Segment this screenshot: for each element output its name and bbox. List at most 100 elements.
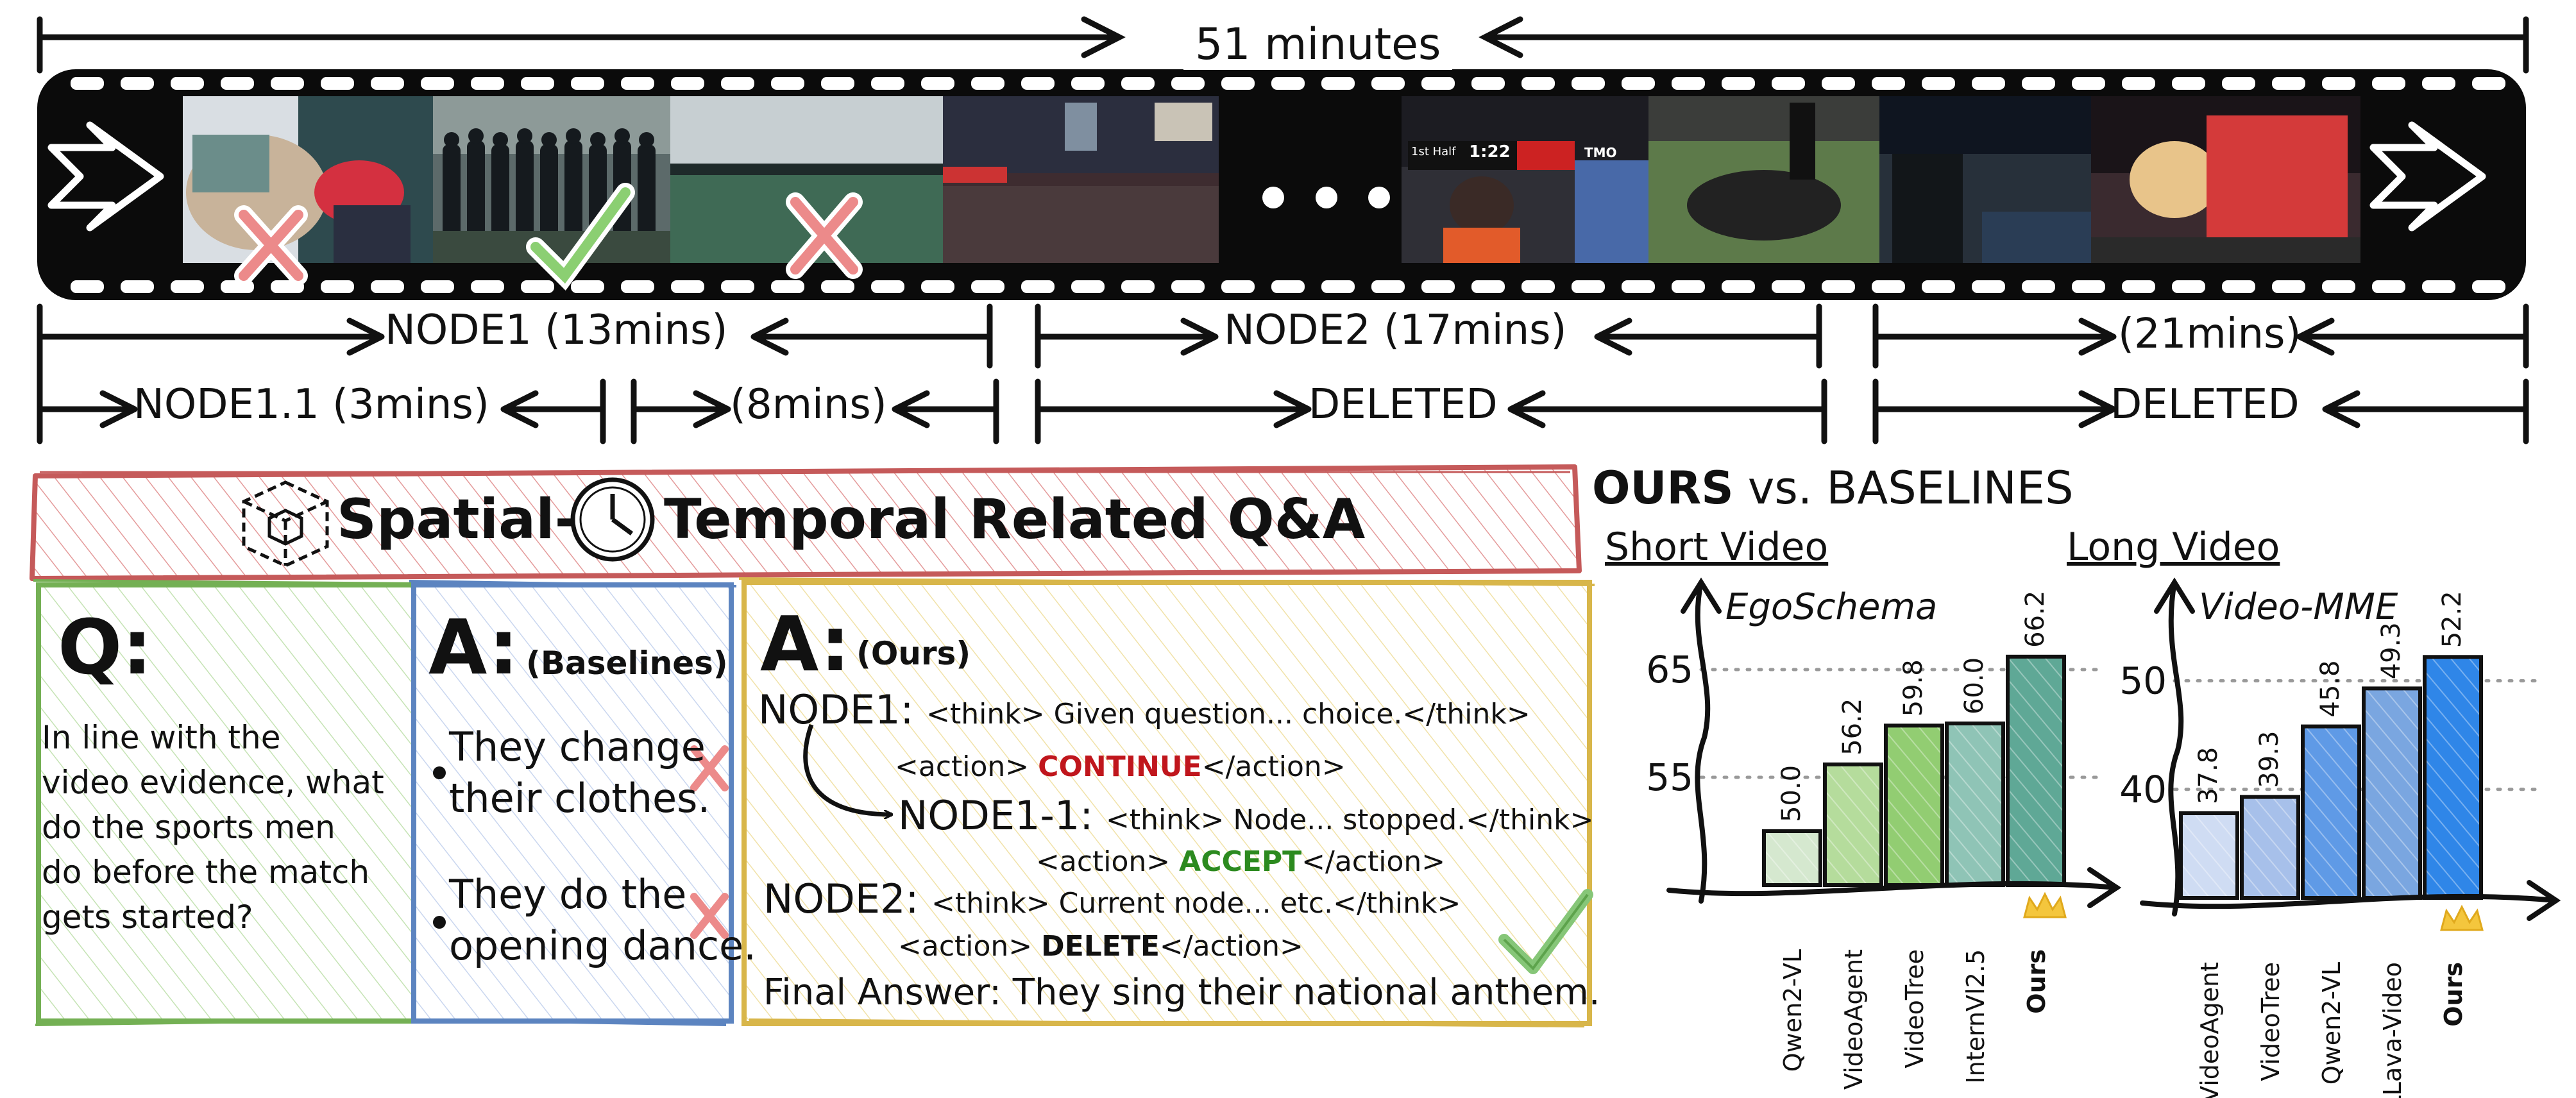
- y-tick-label: 65: [1646, 648, 1693, 691]
- player-head: [566, 128, 581, 144]
- node2-label: NODE2 (17mins): [1224, 307, 1567, 354]
- sprocket-hole: [1521, 280, 1555, 293]
- bar-value-label: 66.2: [2021, 591, 2050, 648]
- sprocket-hole: [1722, 77, 1755, 90]
- film-forward-icon: [47, 121, 164, 232]
- comparison-title: OURS vs. BASELINES: [1592, 462, 2074, 514]
- sprocket-hole: [521, 280, 554, 293]
- sprocket-hole: [721, 280, 754, 293]
- sprocket-hole: [871, 77, 904, 90]
- category-label: Ours: [2022, 949, 2051, 1014]
- comparison-title-ours: OURS: [1592, 462, 1734, 514]
- sprocket-hole: [1221, 77, 1255, 90]
- sprocket-hole: [2422, 77, 2455, 90]
- delete-action: DELETE: [1041, 930, 1160, 963]
- crown-icon: [2023, 891, 2067, 918]
- action-close-tag: </action>: [1201, 750, 1346, 783]
- bar-hatch: [2183, 815, 2235, 896]
- node-arrow: [803, 723, 892, 815]
- node2-action: <action> DELETE</action>: [898, 930, 1303, 963]
- bar-value-label: 39.3: [2255, 731, 2284, 788]
- question-line: do the sports men: [42, 809, 335, 846]
- bar-hatch: [2427, 659, 2479, 896]
- player-silhouette: [443, 144, 461, 241]
- sprocket-hole: [2172, 280, 2205, 293]
- sprocket-hole: [721, 77, 754, 90]
- baseline-answer-line: their clothes.: [449, 775, 711, 822]
- question-head: Q:: [58, 603, 153, 691]
- sprocket-hole: [1572, 77, 1605, 90]
- bar-hatch: [1949, 725, 2001, 883]
- sprocket-hole: [971, 280, 1004, 293]
- sprocket-hole: [221, 77, 254, 90]
- bar-value-label: 49.3: [2377, 622, 2406, 679]
- bar-value-label: 59.8: [1899, 659, 1928, 716]
- sprocket-hole: [571, 280, 604, 293]
- sprocket-hole: [1922, 280, 1955, 293]
- sprocket-hole: [1171, 77, 1205, 90]
- cross-mark-answer1: [690, 745, 729, 791]
- sprocket-hole: [1371, 77, 1405, 90]
- sprocket-hole: [2072, 280, 2105, 293]
- sprocket-hole: [1121, 280, 1155, 293]
- long-video-header: Long Video: [2067, 525, 2280, 570]
- sprocket-hole: [1622, 77, 1655, 90]
- player-silhouette: [638, 144, 656, 241]
- sprocket-hole: [2122, 280, 2155, 293]
- ours-answer-head: A:: [760, 600, 851, 688]
- bar-hatch: [2366, 690, 2418, 896]
- sprocket-hole: [771, 280, 804, 293]
- bar-value-label: 37.8: [2194, 747, 2223, 804]
- chart-title: EgoSchema: [1725, 586, 1937, 628]
- sprocket-hole: [1371, 280, 1405, 293]
- y-tick-label: 50: [2119, 659, 2167, 703]
- x-axis: [2140, 893, 2559, 909]
- frame-2: [433, 96, 670, 263]
- bar-hatch: [2305, 728, 2357, 896]
- sprocket-hole: [1822, 77, 1855, 90]
- frame-1: [183, 96, 433, 263]
- ours-subtitle: (Ours): [856, 635, 971, 672]
- sprocket-hole: [1772, 280, 1805, 293]
- cross-mark-answer2: [690, 893, 729, 939]
- bar-hatch: [2010, 658, 2062, 883]
- baseline-answer-1: They change their clothes.: [449, 722, 710, 824]
- sprocket-hole: [1471, 77, 1505, 90]
- node2-tag: NODE2:: [763, 875, 919, 922]
- sprocket-hole: [1021, 77, 1055, 90]
- question-line: video evidence, what: [42, 764, 384, 801]
- bar-hatch: [1827, 766, 1879, 883]
- action-open-tag: <action>: [1036, 845, 1171, 878]
- scoreboard-half: 1st Half: [1411, 145, 1456, 158]
- sprocket-hole: [2322, 77, 2355, 90]
- sprocket-hole: [171, 280, 204, 293]
- sprocket-hole: [1572, 280, 1605, 293]
- y-tick-label: 40: [2119, 768, 2167, 811]
- sprocket-hole: [1672, 280, 1705, 293]
- sprocket-hole: [2072, 77, 2105, 90]
- question-line: gets started?: [42, 899, 253, 936]
- sprocket-hole: [2472, 77, 2505, 90]
- sprocket-hole: [471, 280, 504, 293]
- sprocket-hole: [1021, 280, 1055, 293]
- node1-1-tag: NODE1-1:: [898, 792, 1094, 839]
- sprocket-hole: [271, 77, 304, 90]
- sprocket-hole: [2222, 77, 2255, 90]
- y-tick-label: 55: [1646, 756, 1693, 799]
- short-video-header: Short Video: [1605, 525, 1829, 570]
- sprocket-hole: [121, 280, 154, 293]
- clock-icon: [570, 477, 655, 562]
- question-panel: [33, 579, 421, 1026]
- category-label: VideoAgent: [2196, 962, 2224, 1098]
- bar-hatch: [1888, 727, 1940, 883]
- continue-action: CONTINUE: [1038, 750, 1202, 783]
- category-label: VideoTree: [1901, 949, 1929, 1068]
- player-head: [614, 128, 630, 144]
- sprocket-hole: [2372, 280, 2405, 293]
- chart-egoschema: 556550.0Qwen2-VL56.2VideoAgent59.8VideoT…: [1646, 577, 2122, 1090]
- player-silhouette: [491, 144, 509, 241]
- scoreboard-tmo: TMO: [1584, 145, 1617, 160]
- action-open-tag: <action>: [898, 930, 1033, 963]
- node2-step: NODE2: <think> Current node... etc.</thi…: [763, 875, 1461, 922]
- bar-hatch: [2244, 798, 2296, 896]
